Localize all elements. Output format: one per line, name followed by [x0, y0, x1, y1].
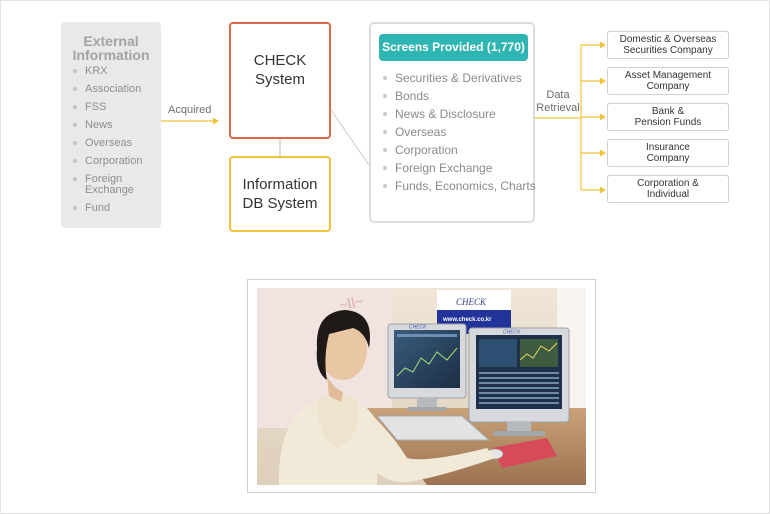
check-system-box: CHECK System — [229, 22, 331, 139]
screens-provided-box: Screens Provided (1,770) Securities & De… — [369, 22, 536, 223]
bracket-branches — [581, 41, 606, 194]
information-db-system-box: Information DB System — [229, 156, 331, 232]
check-system-label: CHECK System — [253, 51, 307, 88]
external-information-title: External Information — [72, 33, 150, 63]
db-system-label: Information DB System — [242, 176, 318, 212]
acquired-label: Acquired — [168, 104, 212, 116]
woman-at-desk — [278, 310, 495, 485]
screen-category-item: Overseas — [383, 123, 536, 141]
right-monitor-brand: CHECK — [503, 330, 521, 336]
client-corporation-individual: Corporation & Individual — [607, 175, 729, 203]
right-monitor: CHECK — [468, 327, 570, 436]
screen-category-item: Foreign Exchange — [383, 159, 536, 177]
left-monitor-brand: CHECK — [409, 325, 427, 331]
left-monitor: CHECK — [387, 323, 467, 411]
screen-category-item: Bonds — [383, 87, 536, 105]
screen-category-item: Securities & Derivatives — [383, 69, 536, 87]
screen-category-item: Funds, Economics, Charts — [383, 177, 536, 195]
screen-category-item: News & Disclosure — [383, 105, 536, 123]
external-source-item: Corporation — [73, 156, 142, 167]
external-source-item: KRX — [73, 66, 142, 77]
client-insurance: Insurance Company — [607, 139, 729, 167]
external-source-item: Foreign Exchange — [73, 174, 142, 196]
external-source-item: News — [73, 120, 142, 131]
keyboard — [375, 415, 491, 441]
external-information-box: External Information KRX Association FSS… — [61, 22, 161, 228]
red-booklet — [492, 438, 557, 468]
external-source-item: FSS — [73, 102, 142, 113]
screen-category-item: Corporation — [383, 141, 536, 159]
external-source-item: Association — [73, 84, 142, 95]
svg-text:~ll~: ~ll~ — [339, 294, 365, 314]
external-source-item: Overseas — [73, 138, 142, 149]
external-source-list: KRX Association FSS News Overseas Corpor… — [73, 66, 142, 214]
office-photo-illustration: ~ll~ CHECK www.check.co.kr CHECK — [257, 288, 586, 485]
acquired-arrowhead — [213, 117, 219, 125]
client-bank-pension: Bank & Pension Funds — [607, 103, 729, 131]
db-screens-link — [331, 180, 369, 190]
office-photo: ~ll~ CHECK www.check.co.kr CHECK — [257, 288, 586, 485]
client-securities-company: Domestic & Overseas Securities Company — [607, 31, 729, 59]
client-asset-management: Asset Management Company — [607, 67, 729, 95]
banner-url: www.check.co.kr — [442, 317, 492, 323]
banner-brand: CHECK — [456, 297, 487, 307]
photo-frame: ~ll~ CHECK www.check.co.kr CHECK — [247, 279, 596, 493]
data-retrieval-label: Data Retrieval — [536, 89, 580, 114]
check-screens-link — [330, 109, 370, 166]
screens-provided-list: Securities & Derivatives Bonds News & Di… — [383, 69, 536, 195]
screens-provided-title: Screens Provided (1,770) — [379, 34, 528, 61]
external-source-item: Fund — [73, 203, 142, 214]
